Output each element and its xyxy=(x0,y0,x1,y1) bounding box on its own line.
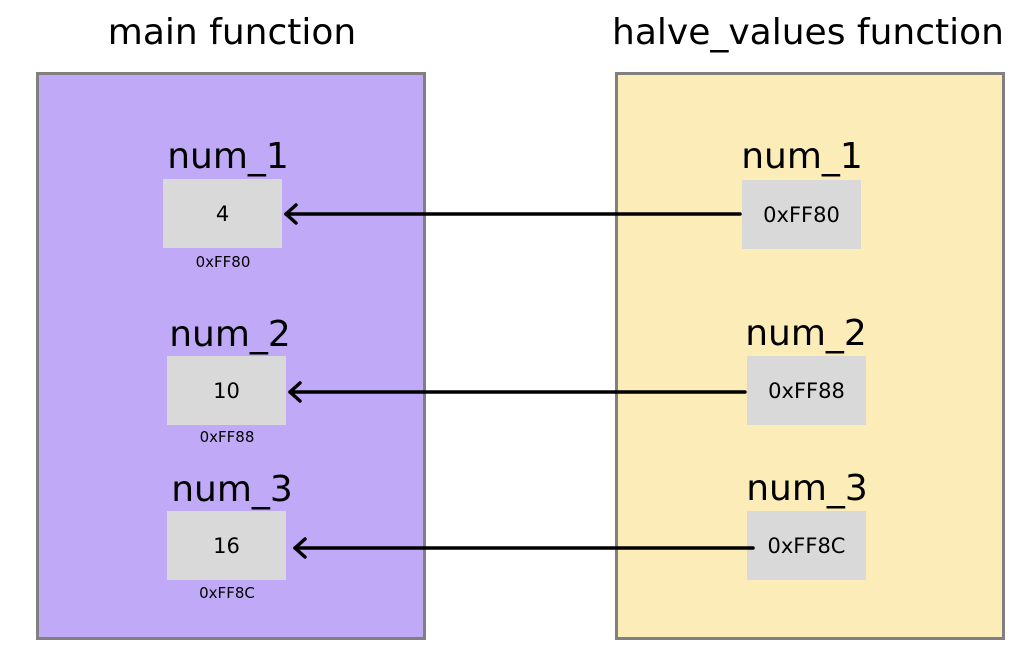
main-num3-label: num_3 xyxy=(171,469,293,510)
arrow-num1 xyxy=(284,203,742,225)
halve-values-function-title: halve_values function xyxy=(612,12,1004,53)
main-num3-box: 16 xyxy=(167,511,286,580)
halve-num1-label: num_1 xyxy=(741,136,863,177)
halve-num2-label: num_2 xyxy=(745,313,867,354)
main-num1-box: 4 xyxy=(163,179,282,248)
main-num2-address: 0xFF88 xyxy=(199,428,255,446)
main-num2-label: num_2 xyxy=(169,314,291,355)
halve-num3-label: num_3 xyxy=(746,468,868,509)
main-num1-address: 0xFF80 xyxy=(195,253,251,271)
halve-num2-box: 0xFF88 xyxy=(747,356,866,425)
arrow-num2 xyxy=(288,381,747,403)
main-function-title: main function xyxy=(107,12,357,53)
main-num2-box: 10 xyxy=(167,356,286,425)
main-num1-label: num_1 xyxy=(167,136,289,177)
main-num3-address: 0xFF8C xyxy=(199,584,255,602)
halve-num3-box: 0xFF8C xyxy=(747,511,866,580)
arrow-num3 xyxy=(293,537,755,559)
halve-num1-box: 0xFF80 xyxy=(742,180,861,249)
